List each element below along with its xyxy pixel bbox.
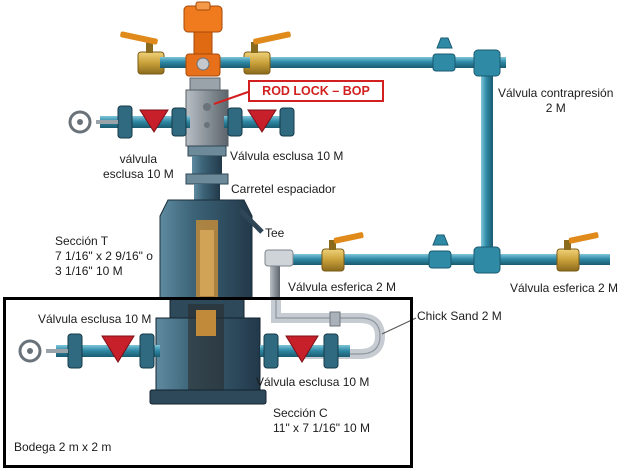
valvula-esferica-right-label: Válvula esferica 2 M [510,281,619,295]
valvula-esclusa-lower-left-label: Válvula esclusa 10 M [38,312,152,326]
valvula-esclusa-lower-right-label: Válvula esclusa 10 M [256,375,370,389]
carretel-espaciador [185,145,229,200]
pipe-network [160,37,610,359]
bodega-frame [3,297,413,468]
valvula-contrapresion-label: Válvula contrapresión 2 M [498,86,614,115]
carretel-espaciador-label: Carretel espaciador [231,182,336,196]
rod-lock-bop-block [185,77,229,147]
rod-lock-callout-arrow [213,91,249,105]
upper-right-gate-valve [224,107,295,137]
chick-sand-label: Chick Sand 2 M [417,309,502,323]
seccion-c-label: Sección C 11" x 7 1/16" 10 M [273,406,371,435]
check-valve-top [432,37,456,72]
upper-left-gate-valve [68,105,190,139]
lower-left-gate-valve [18,333,160,369]
seccion-t-label: Sección T 7 1/16" x 2 9/16" o 3 1/16" 10… [55,234,153,278]
valvula-esferica-left-label: Válvula esferica 2 M [288,280,397,294]
orange-actuator [183,1,223,77]
lower-right-gate-valve [260,333,350,369]
seccion-t-body [159,199,264,299]
ball-valve-esferica-right [556,232,599,272]
valvula-esclusa-upper-left-label: válvula esclusa 10 M [103,152,174,181]
seccion-c-body [149,297,267,405]
valvula-esclusa-upper-right-label: Válvula esclusa 10 M [230,149,344,163]
check-valve-bottom [428,234,452,269]
ball-valve-esferica-left [321,232,364,272]
tee-label: Tee [265,226,285,240]
rod-lock-bop-label: ROD LOCK – BOP [248,80,384,102]
bodega-label: Bodega 2 m x 2 m [14,440,112,454]
